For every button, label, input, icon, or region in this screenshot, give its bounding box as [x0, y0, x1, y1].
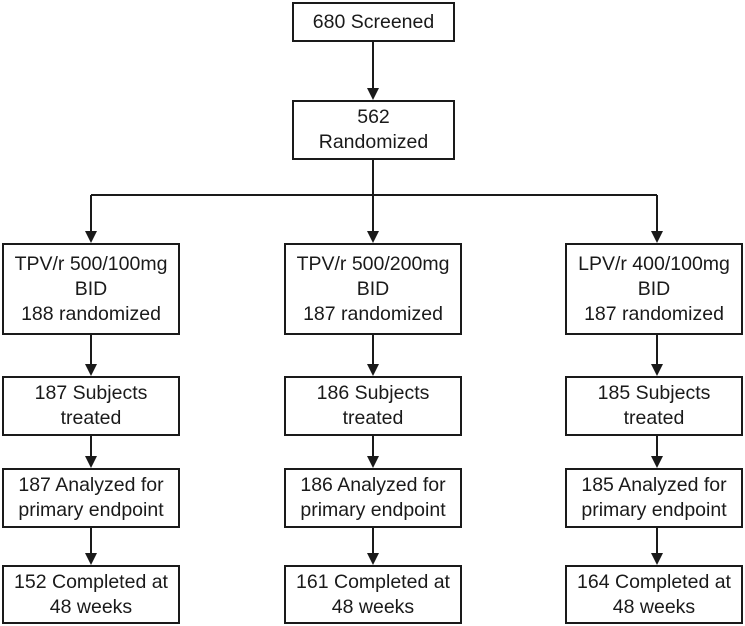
- randomized-count: 562: [357, 106, 390, 128]
- treated-label: treated: [623, 407, 685, 429]
- arrowhead: [85, 364, 97, 376]
- arm-1-box: TPV/r 500/100mg BID 188 randomized: [2, 243, 180, 335]
- arm-dose: TPV/r 500/200mg: [296, 252, 450, 275]
- analyzed-count: 186 Analyzed for: [300, 474, 446, 496]
- completed-count: 161 Completed at: [296, 570, 450, 593]
- arm-3-analyzed-box: 185 Analyzed for primary endpoint: [565, 468, 743, 528]
- treated-label: treated: [60, 407, 122, 429]
- arm-1-treated-box: 187 Subjects treated: [2, 376, 180, 436]
- arrowhead: [367, 456, 379, 468]
- arrowhead: [651, 364, 663, 376]
- treated-count: 187 Subjects: [34, 382, 148, 404]
- randomized-box: 562 Randomized: [292, 100, 455, 160]
- analyzed-label: primary endpoint: [581, 499, 727, 521]
- arrowhead: [367, 231, 379, 243]
- treated-count: 185 Subjects: [597, 382, 711, 404]
- arm-3-treated-box: 185 Subjects treated: [565, 376, 743, 436]
- arrowhead: [85, 456, 97, 468]
- arm-dose: LPV/r 400/100mg: [578, 252, 730, 275]
- analyzed-label: primary endpoint: [18, 499, 164, 521]
- treated-count: 186 Subjects: [316, 382, 430, 404]
- arm-2-completed-box: 161 Completed at 48 weeks: [284, 565, 462, 624]
- arm-2-box: TPV/r 500/200mg BID 187 randomized: [284, 243, 462, 335]
- completed-label: 48 weeks: [612, 595, 696, 618]
- arrowhead: [651, 553, 663, 565]
- analyzed-label: primary endpoint: [300, 499, 446, 521]
- arrowhead: [367, 364, 379, 376]
- arrowhead: [85, 553, 97, 565]
- arm-randomized: 188 randomized: [21, 302, 161, 325]
- completed-label: 48 weeks: [49, 595, 133, 618]
- completed-label: 48 weeks: [331, 595, 415, 618]
- arm-dose: TPV/r 500/100mg: [14, 252, 168, 275]
- arm-2-analyzed-box: 186 Analyzed for primary endpoint: [284, 468, 462, 528]
- arm-frequency: BID: [356, 277, 390, 300]
- arrowhead: [367, 88, 379, 100]
- analyzed-count: 187 Analyzed for: [18, 474, 164, 496]
- arrowhead: [651, 456, 663, 468]
- analyzed-count: 185 Analyzed for: [581, 474, 727, 496]
- arrowhead: [85, 231, 97, 243]
- arm-1-analyzed-box: 187 Analyzed for primary endpoint: [2, 468, 180, 528]
- arm-3-completed-box: 164 Completed at 48 weeks: [565, 565, 743, 624]
- treated-label: treated: [342, 407, 404, 429]
- completed-count: 164 Completed at: [577, 570, 731, 593]
- completed-count: 152 Completed at: [14, 570, 168, 593]
- arm-1-completed-box: 152 Completed at 48 weeks: [2, 565, 180, 624]
- arm-frequency: BID: [637, 277, 671, 300]
- screened-text: 680 Screened: [312, 10, 435, 33]
- arm-randomized: 187 randomized: [584, 302, 724, 325]
- arm-frequency: BID: [74, 277, 108, 300]
- arm-randomized: 187 randomized: [303, 302, 443, 325]
- arrowhead: [367, 553, 379, 565]
- randomized-label: Randomized: [318, 131, 429, 153]
- screened-box: 680 Screened: [292, 2, 455, 42]
- arm-3-box: LPV/r 400/100mg BID 187 randomized: [565, 243, 743, 335]
- arrowhead: [651, 231, 663, 243]
- arm-2-treated-box: 186 Subjects treated: [284, 376, 462, 436]
